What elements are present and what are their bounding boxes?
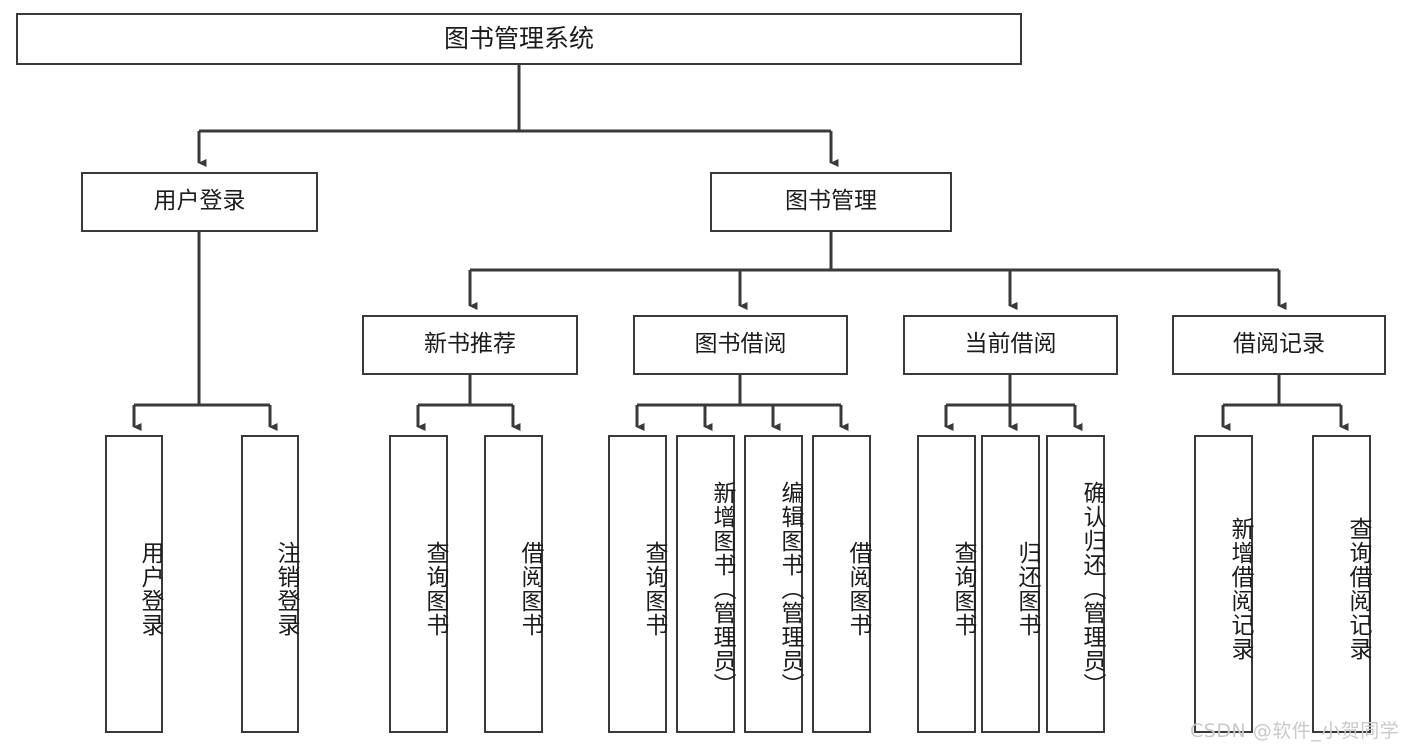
leaf-label: 查询图书	[422, 541, 448, 637]
leaf-record-query-borrow-record[interactable]: 查询借阅记录	[1312, 435, 1371, 733]
leaf-label: 查询图书	[950, 541, 976, 637]
node-book-manage[interactable]: 图书管理	[710, 172, 952, 232]
leaf-label: 借阅图书	[517, 541, 543, 637]
node-current-borrow[interactable]: 当前借阅	[903, 315, 1118, 375]
leaf-record-add-borrow-record[interactable]: 新增借阅记录	[1194, 435, 1253, 733]
leaf-label: 借阅图书	[845, 541, 871, 637]
leaf-label: 归还图书	[1014, 541, 1040, 637]
node-book-borrow[interactable]: 图书借阅	[633, 315, 848, 375]
leaf-label: 查询借阅记录	[1345, 517, 1371, 661]
node-borrow-record[interactable]: 借阅记录	[1172, 315, 1386, 375]
leaf-borrow-add-book-admin[interactable]: 新增图书（管理员）	[676, 435, 735, 733]
leaf-label: 新增借阅记录	[1227, 517, 1253, 661]
leaf-label: 注销登录	[273, 541, 299, 637]
leaf-label: 用户登录	[137, 541, 163, 637]
leaf-borrow-query-book[interactable]: 查询图书	[608, 435, 667, 733]
node-user-login[interactable]: 用户登录	[81, 172, 318, 232]
leaf-current-confirm-return-admin[interactable]: 确认归还（管理员）	[1046, 435, 1105, 733]
leaf-label: 编辑图书（管理员）	[777, 481, 803, 697]
leaf-label: 确认归还（管理员）	[1079, 481, 1105, 697]
leaf-current-return-book[interactable]: 归还图书	[981, 435, 1040, 733]
leaf-user-login[interactable]: 用户登录	[105, 435, 163, 733]
leaf-current-query-book[interactable]: 查询图书	[917, 435, 976, 733]
leaf-borrow-edit-book-admin[interactable]: 编辑图书（管理员）	[744, 435, 803, 733]
node-root-system[interactable]: 图书管理系统	[16, 13, 1022, 65]
node-new-book-recommend[interactable]: 新书推荐	[362, 315, 578, 375]
leaf-borrow-lend-book[interactable]: 借阅图书	[812, 435, 871, 733]
leaf-label: 新增图书（管理员）	[709, 481, 735, 697]
leaf-recommend-borrow-book[interactable]: 借阅图书	[484, 435, 543, 733]
csdn-watermark: CSDN @软件_小贺同学	[1190, 720, 1400, 742]
leaf-user-logout[interactable]: 注销登录	[241, 435, 299, 733]
leaf-recommend-query-book[interactable]: 查询图书	[389, 435, 448, 733]
leaf-label: 查询图书	[641, 541, 667, 637]
